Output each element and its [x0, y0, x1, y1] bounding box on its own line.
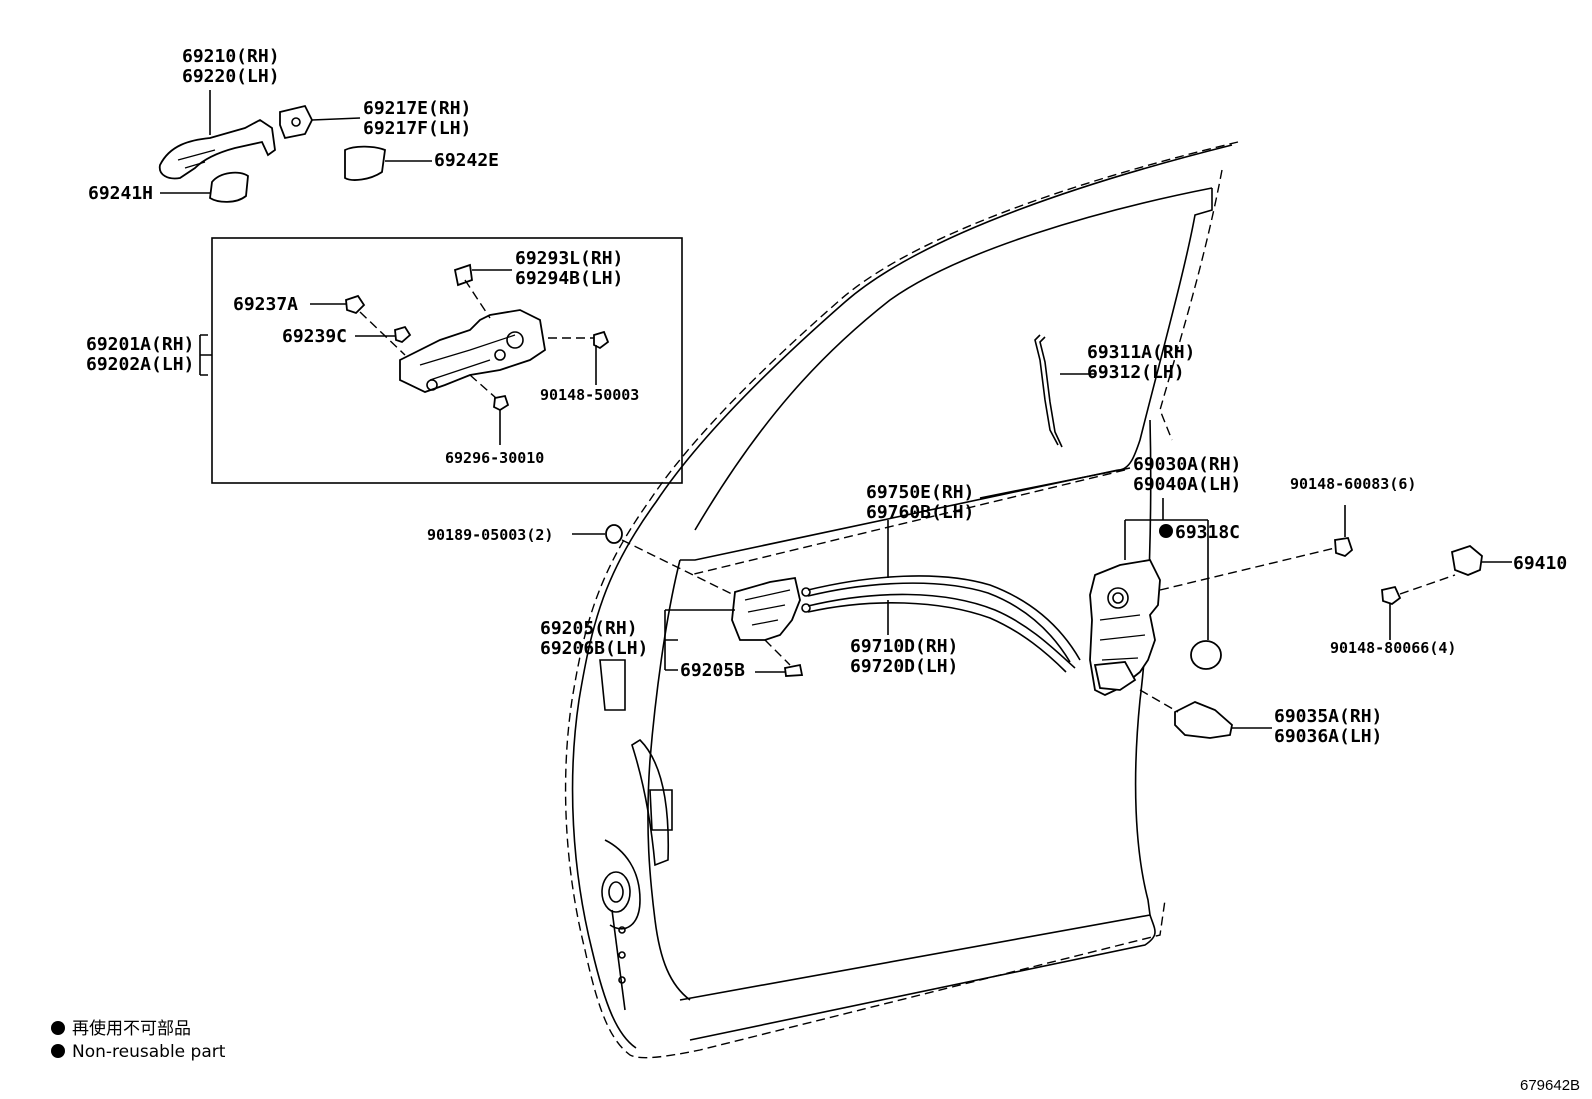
cables-group — [801, 520, 1081, 673]
outside-handle — [158, 118, 276, 180]
label-69750e-rh: 69750E(RH) — [866, 482, 974, 503]
label-69202a-lh: 69202A(LH) — [86, 354, 194, 375]
legend: 再使用不可部品 Non-reusable part — [51, 1018, 226, 1062]
label-69030a-rh: 69030A(RH) — [1133, 454, 1241, 475]
label-69242e: 69242E — [434, 150, 499, 171]
label-69040a-lh: 69040A(LH) — [1133, 474, 1241, 495]
inside-handle-group — [664, 576, 804, 677]
handle-frame — [399, 309, 546, 393]
clip-69237a — [345, 294, 366, 315]
handle-cover — [279, 104, 314, 140]
screw-90148-80066 — [1381, 585, 1402, 606]
label-69296-30010: 69296-30010 — [445, 449, 544, 467]
label-69311a-rh: 69311A(RH) — [1087, 342, 1195, 363]
outside-handle-group — [158, 90, 432, 203]
label-69220-lh: 69220(LH) — [182, 66, 280, 87]
label-69036a-lh: 69036A(LH) — [1274, 726, 1382, 747]
legend-jp: 再使用不可部品 — [72, 1018, 191, 1039]
rod — [1034, 334, 1059, 446]
label-69294b-lh: 69294B(LH) — [515, 268, 623, 289]
legend-bullet-jp — [51, 1021, 65, 1035]
label-69410: 69410 — [1513, 553, 1567, 574]
label-69206b-lh: 69206B(LH) — [540, 638, 648, 659]
pad-rear — [344, 145, 386, 181]
label-69760b-lh: 69760B(LH) — [866, 502, 974, 523]
lock-grommet — [1190, 640, 1222, 670]
label-90148-60083: 90148-60083(6) — [1290, 475, 1416, 493]
legend-en: Non-reusable part — [72, 1042, 226, 1062]
label-69239c: 69239C — [282, 326, 347, 347]
striker-69410 — [1450, 544, 1483, 576]
label-69217f-lh: 69217F(LH) — [363, 118, 471, 139]
label-69720d-lh: 69720D(LH) — [850, 656, 958, 677]
label-69210-rh: 69210(RH) — [182, 46, 280, 67]
frame-box-group — [199, 237, 683, 484]
label-69293l-rh: 69293L(RH) — [515, 248, 623, 269]
label-69312-lh: 69312(LH) — [1087, 362, 1185, 383]
cable-upper — [807, 575, 1081, 661]
label-69205b: 69205B — [680, 660, 745, 681]
label-90189-05003: 90189-05003(2) — [427, 526, 553, 544]
washer-90189-group — [572, 524, 741, 599]
drawing-code: 679642B — [1520, 1077, 1580, 1094]
lock-assembly-group — [1089, 498, 1512, 739]
legend-bullet-en — [51, 1044, 65, 1058]
pad-front — [209, 171, 249, 203]
rod-69311-group — [1034, 334, 1095, 448]
label-69205-rh: 69205(RH) — [540, 618, 638, 639]
label-69241h: 69241H — [88, 183, 153, 204]
clip-69205b — [784, 663, 804, 677]
washer-90189 — [605, 524, 623, 544]
label-69710d-rh: 69710D(RH) — [850, 636, 958, 657]
label-69035a-rh: 69035A(RH) — [1274, 706, 1382, 727]
label-90148-80066: 90148-80066(4) — [1330, 639, 1456, 657]
screw-90148-50003 — [593, 330, 610, 350]
cable-lower — [807, 593, 1076, 669]
lock-cover — [1174, 701, 1233, 739]
screw-90148-60083 — [1334, 536, 1354, 558]
labels: 69210(RH) 69220(LH) 69217E(RH) 69217F(LH… — [86, 46, 1567, 747]
frame-box — [211, 237, 683, 484]
screw-69296 — [493, 394, 510, 412]
label-90148-50003: 90148-50003 — [540, 386, 639, 404]
door-lock — [1089, 559, 1161, 696]
label-69318c: 69318C — [1175, 522, 1240, 543]
label-69217e-rh: 69217E(RH) — [363, 98, 471, 119]
screw-69239c — [394, 325, 412, 344]
door-outline — [564, 141, 1239, 1059]
label-69237a: 69237A — [233, 294, 298, 315]
non-reusable-bullet — [1159, 524, 1173, 538]
label-69201a-rh: 69201A(RH) — [86, 334, 194, 355]
